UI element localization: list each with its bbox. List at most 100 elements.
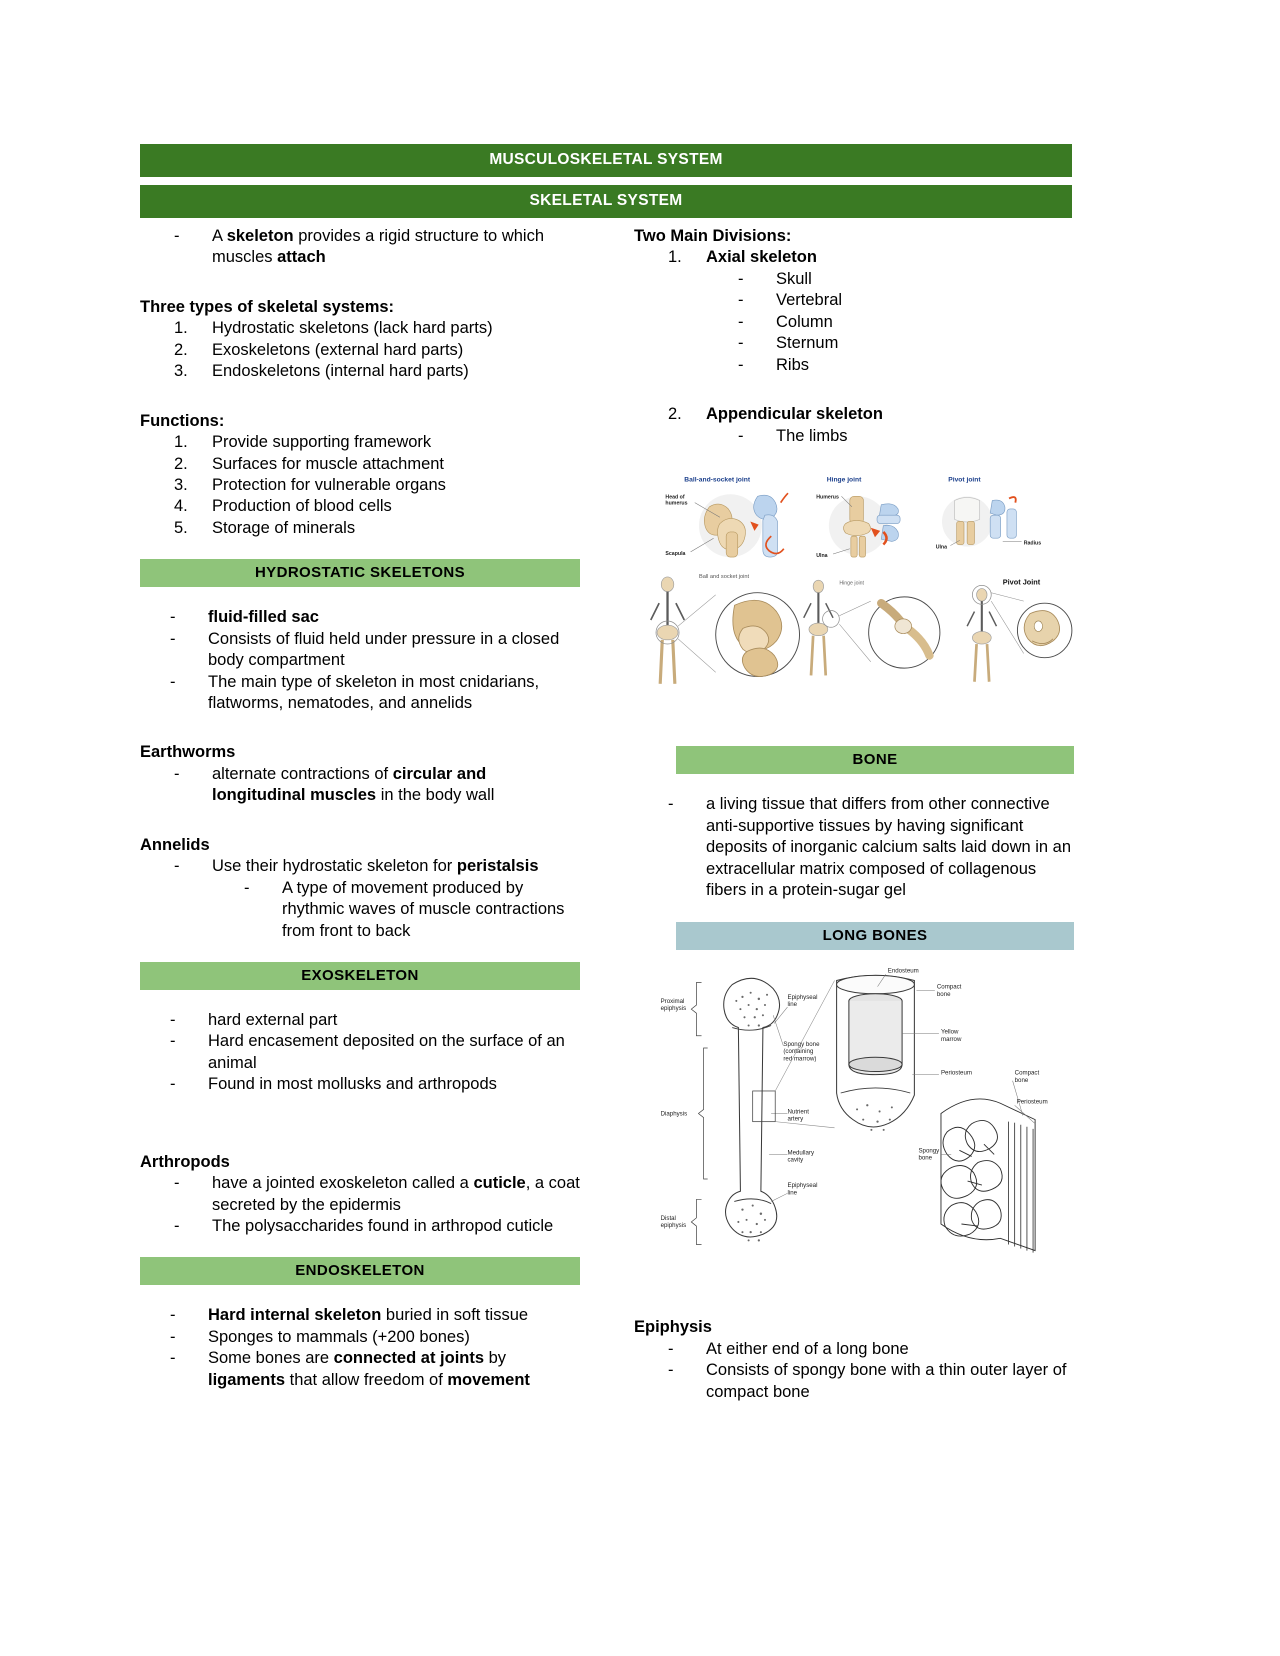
section-header-endoskeleton: ENDOSKELETON: [140, 1257, 580, 1286]
bullet-marker: -: [244, 878, 250, 897]
svg-text:Endosteum: Endosteum: [888, 967, 919, 974]
appendicular-label: Appendicular skeleton: [706, 405, 883, 424]
svg-text:Pivot joint: Pivot joint: [948, 477, 981, 484]
svg-text:bone: bone: [1015, 1076, 1029, 1083]
axial-label: Axial skeleton: [706, 248, 817, 267]
bullet-marker: -: [170, 1075, 176, 1094]
endoskeleton-item: - Hard internal skeleton buried in soft …: [140, 1305, 580, 1326]
functions-item: 2. Surfaces for muscle attachment: [140, 454, 580, 475]
section-header-bone: BONE: [676, 746, 1074, 775]
hydrostatic-item: - The main type of skeleton in most cnid…: [140, 672, 580, 715]
svg-text:Spongy: Spongy: [918, 1147, 940, 1154]
appendicular-subitem: - The limbs: [634, 426, 1074, 447]
list-marker: 1.: [174, 319, 188, 338]
arthropods-item: - The polysaccharides found in arthropod…: [140, 1216, 580, 1237]
list-marker: 1.: [174, 433, 188, 452]
right-column: Two Main Divisions: 1. Axial skeleton - …: [634, 226, 1074, 1403]
appendicular-sub-text: The limbs: [776, 426, 848, 445]
axial-subitem: - Column: [634, 312, 1074, 333]
svg-text:Epiphyseal: Epiphyseal: [787, 1182, 817, 1189]
bone-item: - a living tissue that differs from othe…: [634, 794, 1074, 901]
list-text: Provide supporting framework: [212, 433, 432, 452]
svg-text:Humerus: Humerus: [816, 494, 839, 500]
arthropods-text: The polysaccharides found in arthropod c…: [212, 1217, 554, 1235]
endoskeleton-item: - Some bones are connected at joints by …: [140, 1348, 580, 1391]
bullet-marker: -: [170, 608, 176, 627]
svg-text:marrow: marrow: [941, 1035, 962, 1042]
svg-text:Compact: Compact: [1015, 1069, 1040, 1076]
svg-text:Hinge joint: Hinge joint: [839, 580, 864, 586]
bullet-marker: -: [170, 1327, 176, 1346]
axial-sub-text: Sternum: [776, 334, 839, 353]
svg-text:red marrow): red marrow): [783, 1055, 816, 1062]
axial-subitem: - Ribs: [634, 355, 1074, 376]
svg-text:Radius: Radius: [1024, 540, 1041, 546]
svg-text:Nutrient: Nutrient: [787, 1108, 809, 1115]
svg-text:humerus: humerus: [665, 501, 687, 507]
bullet-marker: -: [170, 1349, 176, 1368]
main-title-text: MUSCULOSKELETAL SYSTEM: [140, 144, 1072, 177]
bullet-marker: -: [174, 1174, 180, 1193]
appendicular-skeleton-item: 2. Appendicular skeleton: [634, 404, 1074, 425]
list-marker: 2.: [668, 405, 682, 424]
svg-text:Periosteum: Periosteum: [941, 1069, 972, 1076]
exoskeleton-item: - Found in most mollusks and arthropods: [140, 1074, 580, 1095]
three-types-item: 2. Exoskeletons (external hard parts): [140, 340, 580, 361]
section-header-hydrostatic-skeletons: HYDROSTATIC SKELETONS: [140, 559, 580, 588]
annelids-item: - Use their hydrostatic skeleton for per…: [140, 856, 580, 877]
subtitle-banner: SKELETAL SYSTEM: [140, 185, 1072, 218]
section-header-exoskeleton: EXOSKELETON: [140, 961, 580, 990]
bone-text: a living tissue that differs from other …: [706, 795, 1072, 900]
long-bone-figure: Proximal epiphysis Diaphysis Distal epip…: [634, 959, 1074, 1298]
bullet-marker: -: [668, 1361, 674, 1380]
svg-text:Spongy bone: Spongy bone: [783, 1040, 820, 1047]
axial-subitem: - Skull: [634, 269, 1074, 290]
list-marker: 5.: [174, 518, 188, 537]
exoskeleton-text: Hard encasement deposited on the surface…: [208, 1032, 565, 1072]
exoskeleton-item: - hard external part: [140, 1010, 580, 1031]
three-types-heading: Three types of skeletal systems:: [140, 297, 395, 316]
hydrostatic-item: - fluid-filled sac: [140, 607, 580, 628]
svg-text:Ball and socket joint: Ball and socket joint: [699, 574, 750, 580]
functions-item: 4. Production of blood cells: [140, 496, 580, 517]
endoskeleton-item: - Sponges to mammals (+200 bones): [140, 1327, 580, 1348]
endoskeleton-text: Hard internal skeleton buried in soft ti…: [208, 1306, 529, 1325]
bullet-marker: -: [170, 1010, 176, 1029]
epiphysis-text: Consists of spongy bone with a thin oute…: [706, 1361, 1067, 1401]
axial-sub-text: Column: [776, 312, 833, 331]
svg-text:Pivot Joint: Pivot Joint: [1003, 577, 1041, 586]
epiphysis-heading: Epiphysis: [634, 1318, 712, 1337]
functions-heading: Functions:: [140, 411, 225, 430]
exoskeleton-item: - Hard encasement deposited on the surfa…: [140, 1031, 580, 1074]
svg-text:Epiphyseal: Epiphyseal: [787, 993, 817, 1000]
exoskeleton-text: Found in most mollusks and arthropods: [208, 1075, 497, 1094]
svg-text:artery: artery: [787, 1115, 804, 1122]
list-text: Endoskeletons (internal hard parts): [212, 362, 469, 381]
svg-text:Diaphysis: Diaphysis: [661, 1110, 688, 1117]
svg-text:Ulna: Ulna: [936, 545, 947, 551]
functions-item: 3. Protection for vulnerable organs: [140, 475, 580, 496]
bullet-marker: -: [174, 857, 180, 876]
svg-text:Ulna: Ulna: [816, 553, 827, 559]
svg-text:epiphysis: epiphysis: [661, 1222, 687, 1229]
bullet-marker: -: [174, 1217, 180, 1235]
list-marker: 2.: [174, 454, 188, 473]
three-types-item: 1. Hydrostatic skeletons (lack hard part…: [140, 318, 580, 339]
svg-text:bone: bone: [918, 1154, 932, 1161]
axial-sub-text: Vertebral: [776, 291, 843, 310]
list-text: Surfaces for muscle attachment: [212, 454, 445, 473]
svg-text:Proximal: Proximal: [661, 998, 685, 1005]
arthropods-heading: Arthropods: [140, 1152, 230, 1171]
exoskeleton-text: hard external part: [208, 1010, 338, 1029]
bullet-marker: -: [170, 1306, 176, 1325]
svg-text:Yellow: Yellow: [941, 1028, 959, 1035]
list-marker: 3.: [174, 475, 188, 494]
list-marker: 2.: [174, 340, 188, 359]
intro-text: A skeleton provides a rigid structure to…: [212, 227, 545, 267]
bullet-marker: -: [738, 312, 744, 331]
svg-text:Head of: Head of: [665, 494, 684, 500]
bullet-marker: -: [668, 1339, 674, 1358]
intro-bullet: - A skeleton provides a rigid structure …: [140, 226, 580, 269]
bullet-marker: -: [738, 269, 744, 288]
